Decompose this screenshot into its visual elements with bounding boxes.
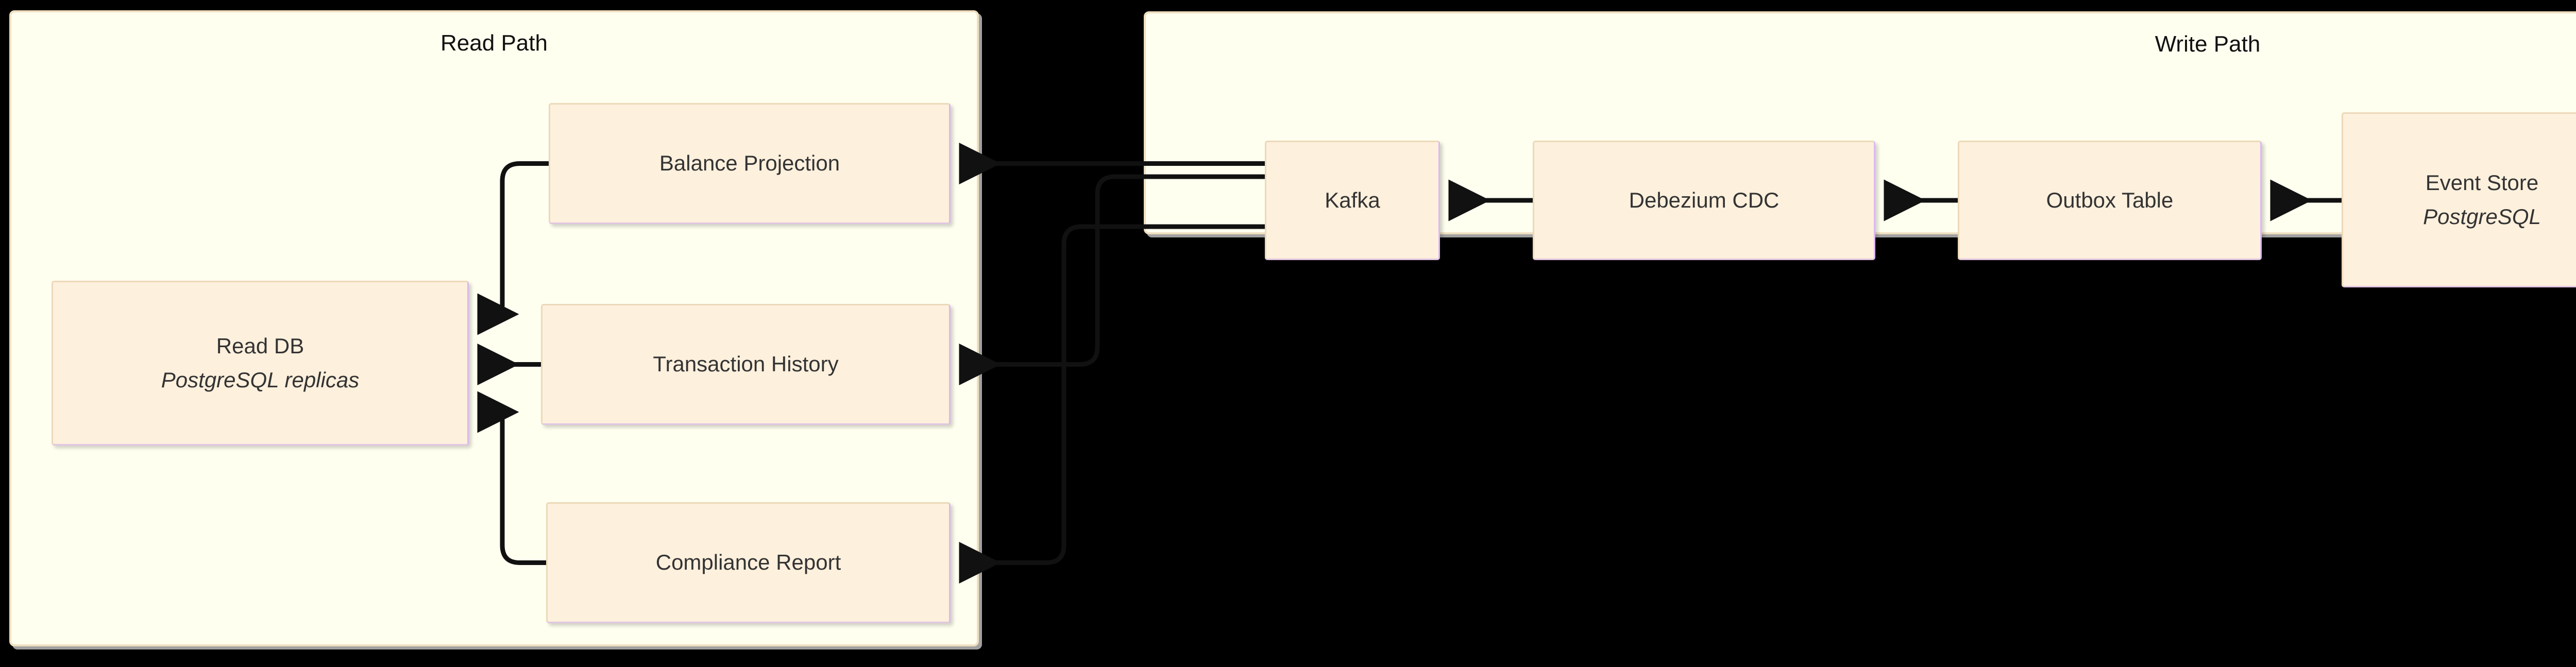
node-transaction-history[interactable]: Transaction History [541, 304, 951, 425]
node-outbox-table[interactable]: Outbox Table [1958, 141, 2262, 260]
node-outbox-table-label: Outbox Table [2046, 187, 2174, 212]
node-balance-projection[interactable]: Balance Projection [549, 103, 951, 224]
cluster-read-path-title: Read Path [440, 30, 548, 56]
node-compliance-report-label: Compliance Report [655, 550, 841, 575]
node-kafka-label: Kafka [1325, 187, 1380, 212]
node-read-db-sublabel: PostgreSQL replicas [161, 368, 360, 392]
node-read-db[interactable]: Read DB PostgreSQL replicas [52, 281, 469, 446]
node-event-store[interactable]: Event Store PostgreSQL [2342, 112, 2576, 287]
node-debezium-cdc[interactable]: Debezium CDC [1533, 141, 1875, 260]
edge-kafka-to-compliance-report [959, 224, 1265, 584]
node-event-store-sublabel: PostgreSQL [2423, 204, 2541, 229]
node-debezium-cdc-label: Debezium CDC [1629, 187, 1780, 212]
node-compliance-report[interactable]: Compliance Report [546, 502, 951, 623]
cluster-write-path-title: Write Path [2155, 31, 2261, 57]
node-transaction-history-label: Transaction History [653, 352, 839, 377]
node-read-db-label: Read DB [216, 333, 304, 358]
node-balance-projection-label: Balance Projection [659, 151, 840, 176]
node-kafka[interactable]: Kafka [1265, 141, 1440, 260]
node-event-store-label: Event Store [2425, 170, 2539, 195]
